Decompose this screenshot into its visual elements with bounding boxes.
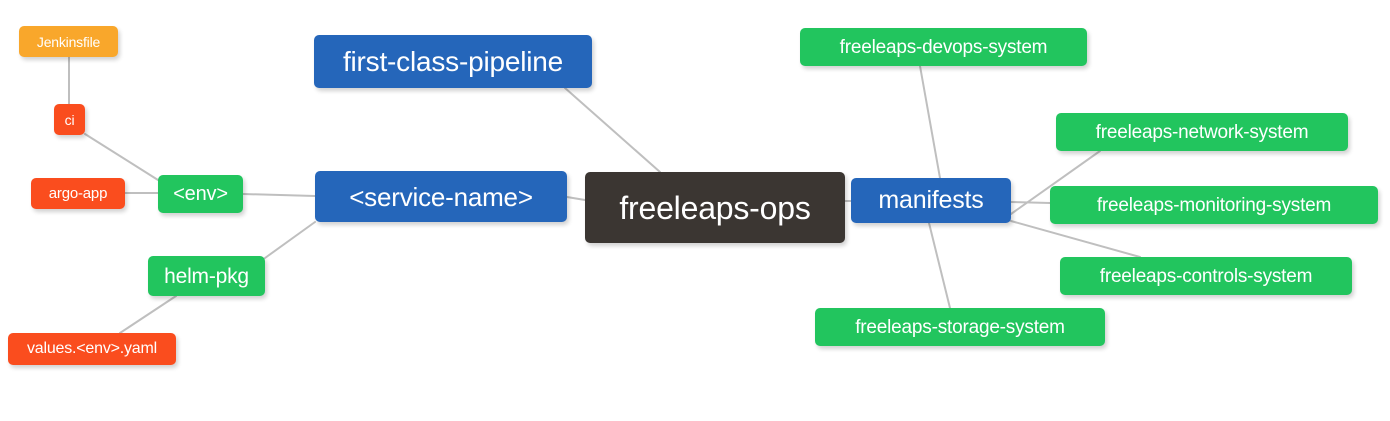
node-label: first-class-pipeline [342, 45, 564, 77]
edge-manifests-to-freeleaps-monitoring-system [1010, 201, 1051, 204]
node-label: freeleaps-controls-system [1099, 265, 1313, 287]
mindmap-node-freeleaps-devops-system[interactable]: freeleaps-devops-system [800, 28, 1087, 66]
mindmap-node-freeleaps-ops[interactable]: freeleaps-ops [585, 172, 845, 243]
node-label: <env> [173, 183, 228, 205]
edge-manifests-to-freeleaps-devops-system [919, 65, 941, 179]
edge-service-name-to-freeleaps-ops [566, 196, 586, 201]
mindmap-node-values-yaml[interactable]: values.<env>.yaml [8, 333, 176, 365]
mindmap-node-service-name[interactable]: <service-name> [315, 171, 567, 222]
mindmap-node-freeleaps-monitoring-system[interactable]: freeleaps-monitoring-system [1050, 186, 1378, 224]
mindmap-node-jenkinsfile[interactable]: Jenkinsfile [19, 26, 118, 57]
edge-helm-pkg-to-values-yaml [119, 295, 177, 334]
mindmap-node-freeleaps-network-system[interactable]: freeleaps-network-system [1056, 113, 1348, 151]
node-label: values.<env>.yaml [26, 340, 157, 357]
edge-ci-to-env [84, 133, 159, 181]
edge-manifests-to-freeleaps-storage-system [928, 222, 951, 309]
node-label: freeleaps-devops-system [839, 36, 1048, 58]
mindmap-node-first-class-pipeline[interactable]: first-class-pipeline [314, 35, 592, 88]
edge-service-name-to-helm-pkg [264, 221, 316, 259]
node-label: argo-app [48, 185, 108, 202]
edge-env-to-service-name [242, 193, 316, 197]
node-label: freeleaps-monitoring-system [1096, 194, 1332, 216]
node-label: freeleaps-storage-system [855, 316, 1065, 338]
node-label: Jenkinsfile [36, 33, 101, 50]
mindmap-node-freeleaps-storage-system[interactable]: freeleaps-storage-system [815, 308, 1105, 346]
edge-manifests-to-freeleaps-controls-system [1010, 220, 1141, 258]
mindmap-node-env[interactable]: <env> [158, 175, 243, 213]
node-label: <service-name> [349, 181, 533, 212]
node-label: ci [64, 111, 75, 128]
node-label: manifests [878, 186, 984, 214]
mindmap-node-freeleaps-controls-system[interactable]: freeleaps-controls-system [1060, 257, 1352, 295]
node-label: freeleaps-network-system [1095, 121, 1309, 143]
mindmap-node-ci[interactable]: ci [54, 104, 85, 135]
node-label: freeleaps-ops [619, 189, 811, 226]
mindmap-node-helm-pkg[interactable]: helm-pkg [148, 256, 265, 296]
node-label: helm-pkg [164, 264, 249, 288]
mindmap-node-argo-app[interactable]: argo-app [31, 178, 125, 209]
mindmap-node-manifests[interactable]: manifests [851, 178, 1011, 223]
edge-first-class-pipeline-to-freeleaps-ops [564, 87, 661, 173]
